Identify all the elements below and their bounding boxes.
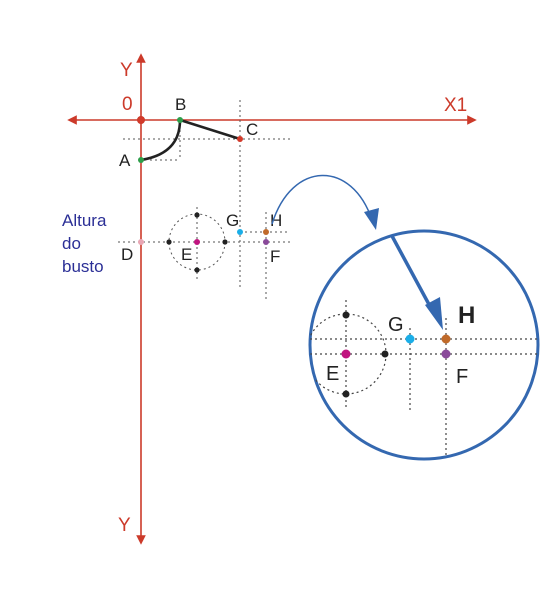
x1-axis-label: X1	[444, 95, 467, 116]
neckline-curve	[140, 119, 182, 162]
point-a	[138, 157, 144, 163]
point-f	[263, 239, 269, 245]
zoom-point-g	[405, 334, 415, 344]
y-axis-bottom-label: Y	[118, 515, 131, 536]
point-b	[177, 117, 183, 123]
origin-label: 0	[122, 94, 133, 115]
zoom-point-right	[381, 350, 389, 358]
zoom-label-h: H	[458, 302, 475, 329]
point-origin	[137, 116, 145, 124]
zoom-point-bottom	[342, 390, 350, 398]
point-d	[138, 239, 144, 245]
zoom-detail: G H E F	[308, 229, 540, 461]
shoulder-line	[179, 118, 241, 141]
bust-height-label-line1: Altura	[62, 211, 107, 230]
point-circle-bottom	[194, 267, 200, 273]
point-circle-right	[222, 239, 228, 245]
label-a: A	[119, 151, 131, 170]
label-f: F	[270, 247, 280, 266]
zoom-point-h	[441, 334, 451, 344]
zoom-point-top	[342, 311, 350, 319]
point-h	[263, 229, 269, 235]
point-circle-top	[194, 212, 200, 218]
zoom-arrow-line	[390, 235, 434, 311]
y-axis-top-label: Y	[120, 60, 133, 81]
main-guides	[118, 100, 290, 300]
label-d: D	[121, 245, 133, 264]
point-circle-left	[166, 239, 172, 245]
zoom-callout-arrowhead	[364, 208, 379, 230]
label-g: G	[226, 211, 239, 230]
zoom-label-f: F	[456, 366, 468, 388]
zoom-label-g: G	[388, 314, 404, 336]
zoom-circle	[308, 229, 540, 461]
bust-height-label-line3: busto	[62, 257, 104, 276]
point-g	[237, 229, 243, 235]
zoom-point-f	[441, 349, 451, 359]
point-e	[194, 239, 200, 245]
zoom-label-e: E	[326, 363, 339, 385]
label-e: E	[181, 245, 192, 264]
label-c: C	[246, 120, 258, 139]
label-h: H	[270, 211, 282, 230]
zoom-callout-arrow	[271, 174, 373, 225]
zoom-arrowhead	[425, 297, 443, 330]
zoom-point-e	[341, 349, 351, 359]
point-c	[237, 136, 243, 142]
label-b: B	[175, 95, 186, 114]
bust-height-label-line2: do	[62, 234, 81, 253]
